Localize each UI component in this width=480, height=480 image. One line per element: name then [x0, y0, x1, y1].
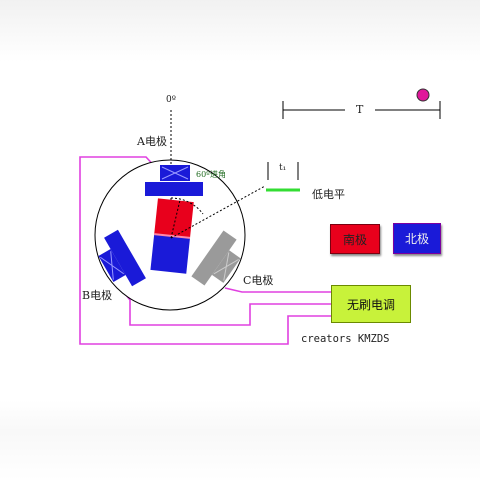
south-pole-label: 南极	[342, 232, 367, 247]
winding-b	[98, 229, 146, 287]
position-marker	[416, 88, 430, 102]
rotor-magnet	[150, 198, 194, 274]
winding-c	[191, 230, 241, 286]
wire-phase-c	[224, 287, 331, 293]
rotor-axis	[170, 199, 181, 239]
t1-bracket	[267, 162, 299, 180]
phase-c-label: C电极	[243, 274, 274, 287]
south-pole-legend: 南极	[330, 224, 380, 254]
bottom-shadow	[0, 400, 480, 480]
phase-a-label: A电极	[137, 135, 167, 148]
period-label: T	[356, 103, 364, 116]
esc-label: 无刷电调	[346, 297, 395, 312]
advance-angle-label: 60º进角	[196, 170, 226, 179]
wire-phase-a	[79, 156, 331, 345]
north-pole-label: 北极	[404, 232, 429, 246]
zero-angle-label: 0º	[166, 95, 176, 105]
winding-a	[145, 165, 203, 196]
top-shadow	[0, 0, 480, 62]
low-level-label: 低电平	[312, 188, 345, 201]
advance-angle-line	[170, 185, 266, 239]
t1-label: t₁	[279, 163, 287, 173]
credit-text: creators KMZDS	[301, 333, 390, 345]
period-bracket	[282, 101, 441, 119]
esc-box: 无刷电调	[331, 285, 411, 323]
advance-angle-arc	[170, 197, 204, 215]
phase-b-label: B电极	[82, 289, 113, 302]
north-pole-legend: 北极	[393, 223, 441, 254]
